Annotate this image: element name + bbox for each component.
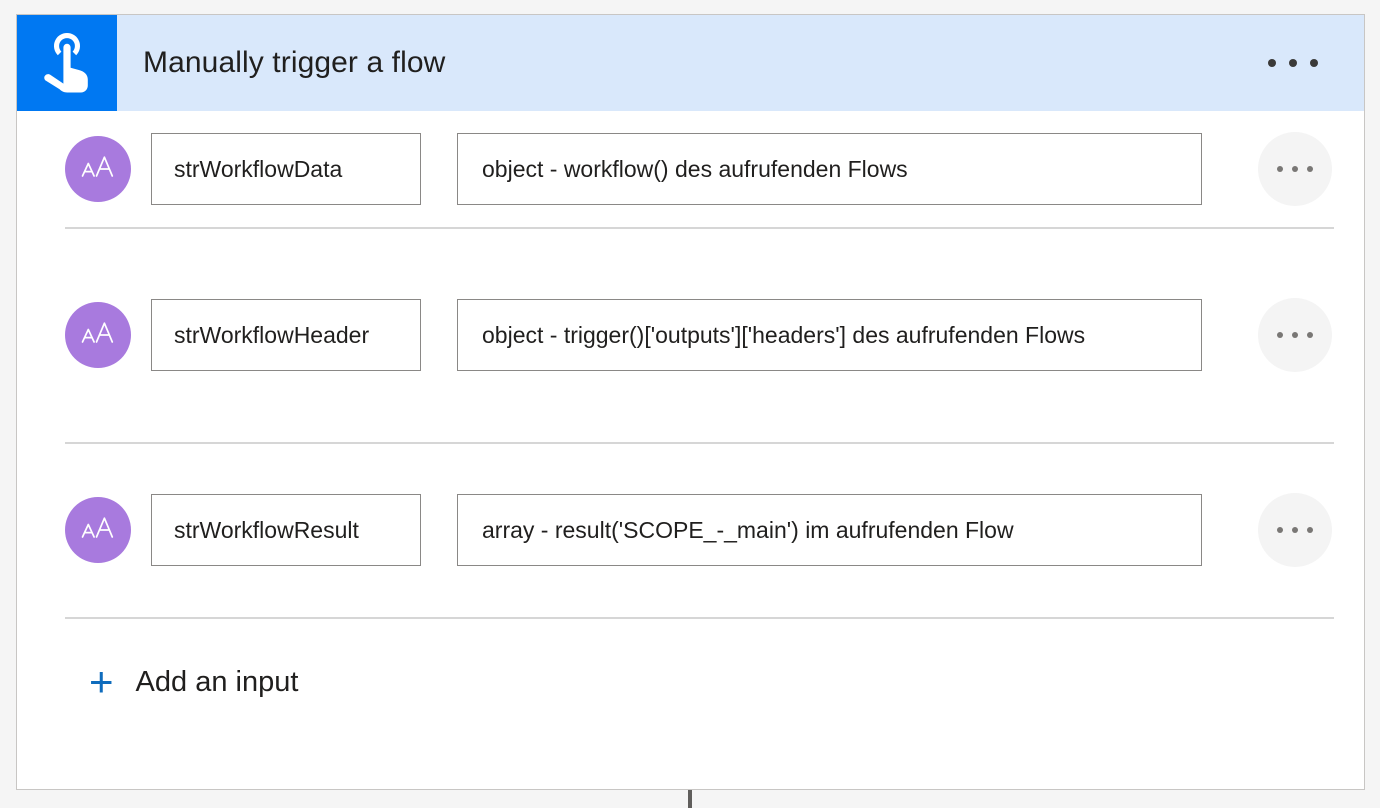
ellipsis-dot [1292,166,1298,172]
manually-trigger-a-flow-card[interactable]: Manually trigger a flow strWorkflowData … [16,14,1365,790]
ellipsis-dot [1277,526,1283,533]
add-input-button[interactable]: + Add an input [17,617,1364,747]
input-description-field[interactable]: array - result('SCOPE_-_main') im aufruf… [457,493,1202,566]
card-header[interactable]: Manually trigger a flow [17,15,1364,111]
ellipsis-dot [1289,59,1297,67]
input-row-ellipsis-icon[interactable] [1258,492,1332,567]
card-ellipsis-icon[interactable] [1258,49,1328,77]
input-description-field[interactable]: object - trigger()['outputs']['headers']… [457,298,1202,371]
flow-connector-line [688,790,692,808]
card-body: strWorkflowData object - workflow() des … [17,111,1364,789]
ellipsis-dot [1307,526,1313,533]
input-description-field[interactable]: object - workflow() des aufrufenden Flow… [457,133,1202,205]
ellipsis-dot [1307,166,1313,172]
input-name-field[interactable]: strWorkflowResult [151,493,421,566]
ellipsis-dot [1277,331,1283,338]
input-name-field[interactable]: strWorkflowHeader [151,298,421,371]
plus-icon: + [89,658,114,705]
input-name-field[interactable]: strWorkflowData [151,133,421,205]
ellipsis-dot [1292,526,1298,533]
row-divider [65,442,1334,444]
input-row: strWorkflowData object - workflow() des … [17,111,1364,227]
row-divider [65,617,1334,619]
ellipsis-dot [1277,166,1283,172]
page-title: Manually trigger a flow [143,46,446,79]
add-input-label: Add an input [135,665,299,698]
ellipsis-dot [1292,331,1298,338]
input-row: strWorkflowResult array - result('SCOPE_… [17,442,1364,617]
text-type-icon [65,136,131,202]
ellipsis-dot [1307,331,1313,338]
row-divider [65,227,1334,229]
ellipsis-dot [1268,59,1276,67]
tap-hand-icon [17,15,117,111]
input-row: strWorkflowHeader object - trigger()['ou… [17,227,1364,442]
ellipsis-dot [1310,59,1318,67]
text-type-icon [65,496,131,563]
input-row-ellipsis-icon[interactable] [1258,132,1332,206]
text-type-icon [65,301,131,368]
input-row-ellipsis-icon[interactable] [1258,297,1332,372]
